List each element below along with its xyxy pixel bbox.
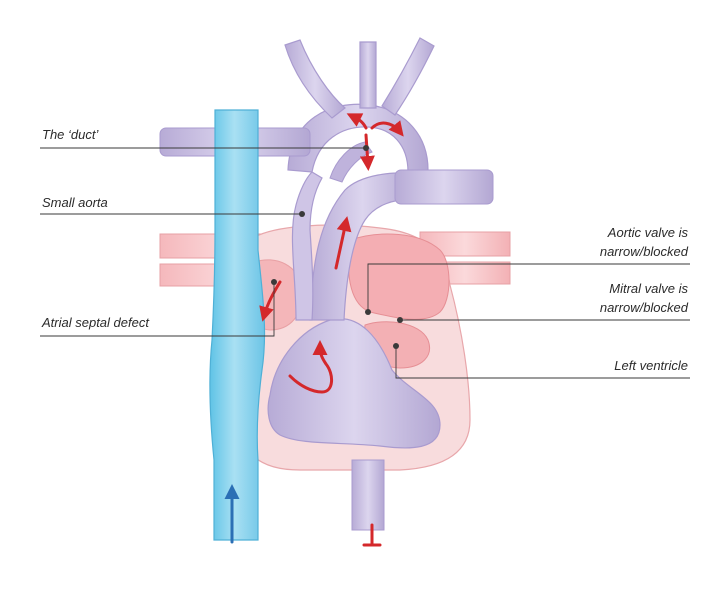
left-atrium <box>347 233 450 320</box>
inferior-vessel <box>351 459 385 531</box>
vena-cava <box>209 109 266 541</box>
label-aortic-valve-line2: narrow/blocked <box>599 244 688 259</box>
head-vessel-right <box>381 37 435 116</box>
head-vessel-middle <box>359 41 377 109</box>
label-aortic-valve-line1: Aortic valve is <box>607 225 688 240</box>
pulmonary-artery-right <box>394 169 494 205</box>
label-atrial-septal-defect: Atrial septal defect <box>42 315 149 330</box>
label-small-aorta: Small aorta <box>42 195 108 210</box>
label-left-ventricle: Left ventricle <box>614 358 688 373</box>
leader-lines <box>40 145 690 379</box>
small-ascending-aorta <box>291 171 323 321</box>
label-duct: The ‘duct’ <box>42 127 99 142</box>
label-mitral-valve-line2: narrow/blocked <box>599 300 688 315</box>
flow-arrows-red <box>259 113 404 547</box>
head-vessel-left <box>284 39 346 119</box>
label-mitral-valve-line1: Mitral valve is <box>609 281 688 296</box>
ductus <box>329 141 373 183</box>
